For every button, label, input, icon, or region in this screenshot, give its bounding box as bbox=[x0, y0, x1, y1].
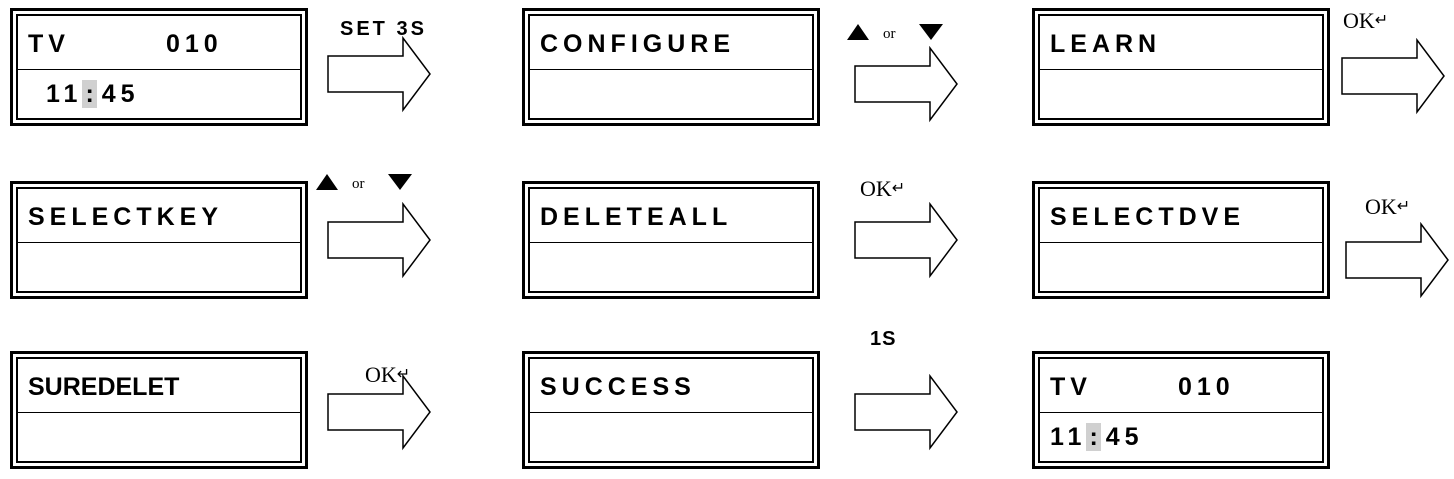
lcd-screen-tv-clock: TV 010 11:45 bbox=[10, 8, 308, 126]
lcd-screen-learn: LEARN bbox=[1032, 8, 1330, 126]
screen-line1-text: CONFIGURE bbox=[540, 30, 735, 58]
right-arrow-icon bbox=[1341, 39, 1445, 113]
cursor-highlight: : bbox=[1086, 423, 1101, 451]
triangle-up-icon bbox=[316, 174, 338, 190]
ok-key-label: OK↵ bbox=[1343, 8, 1389, 33]
screen-line2-time: 11:45 bbox=[1050, 423, 1144, 451]
return-icon: ↵ bbox=[1374, 12, 1389, 29]
lcd-screen-configure: CONFIGURE bbox=[522, 8, 820, 126]
triangle-up-icon bbox=[847, 24, 869, 40]
screen-line1-text: SUCCESS bbox=[540, 373, 696, 401]
triangle-down-icon bbox=[919, 24, 943, 40]
lcd-screen-success: SUCCESS bbox=[522, 351, 820, 469]
screen-line1-code: 010 bbox=[1178, 373, 1235, 401]
screen-line1-code: 010 bbox=[166, 30, 223, 58]
screen-line1-mode: TV bbox=[1050, 373, 1092, 401]
screen-line1-text: LEARN bbox=[1050, 30, 1162, 58]
right-arrow-icon bbox=[327, 203, 431, 277]
or-label: or bbox=[883, 26, 896, 42]
screen-line1-text: SELECTDVE bbox=[1050, 203, 1246, 231]
ok-key-label: OK↵ bbox=[365, 362, 411, 387]
lcd-screen-suredelet: SUREDELET bbox=[10, 351, 308, 469]
up-or-down-keys-icon: or bbox=[847, 24, 943, 42]
or-label: or bbox=[352, 176, 365, 192]
lcd-screen-tv-clock-return: TV 010 11:45 bbox=[1032, 351, 1330, 469]
ok-key-label: OK↵ bbox=[860, 176, 906, 201]
transition-label-set-3s: SET 3S bbox=[340, 18, 427, 40]
up-or-down-keys-icon: or bbox=[316, 174, 412, 192]
return-icon: ↵ bbox=[891, 180, 906, 197]
screen-line1-text: SELECTKEY bbox=[28, 203, 224, 231]
right-arrow-icon bbox=[854, 47, 958, 121]
cursor-highlight: : bbox=[82, 80, 97, 108]
lcd-screen-deleteall: DELETEALL bbox=[522, 181, 820, 299]
right-arrow-icon bbox=[854, 375, 958, 449]
transition-label-1s: 1S bbox=[870, 328, 897, 350]
screen-line1-mode: TV bbox=[28, 30, 70, 58]
screen-line2-time: 11:45 bbox=[46, 80, 140, 108]
screen-line1-text: SUREDELET bbox=[28, 373, 180, 401]
return-icon: ↵ bbox=[1396, 198, 1411, 215]
right-arrow-icon bbox=[854, 203, 958, 277]
triangle-down-icon bbox=[388, 174, 412, 190]
return-icon: ↵ bbox=[396, 366, 411, 383]
right-arrow-icon bbox=[327, 375, 431, 449]
right-arrow-icon bbox=[1345, 223, 1449, 297]
lcd-screen-selectdve: SELECTDVE bbox=[1032, 181, 1330, 299]
right-arrow-icon bbox=[327, 37, 431, 111]
screen-line1-text: DELETEALL bbox=[540, 203, 733, 231]
lcd-screen-selectkey: SELECTKEY bbox=[10, 181, 308, 299]
ok-key-label: OK↵ bbox=[1365, 194, 1411, 219]
